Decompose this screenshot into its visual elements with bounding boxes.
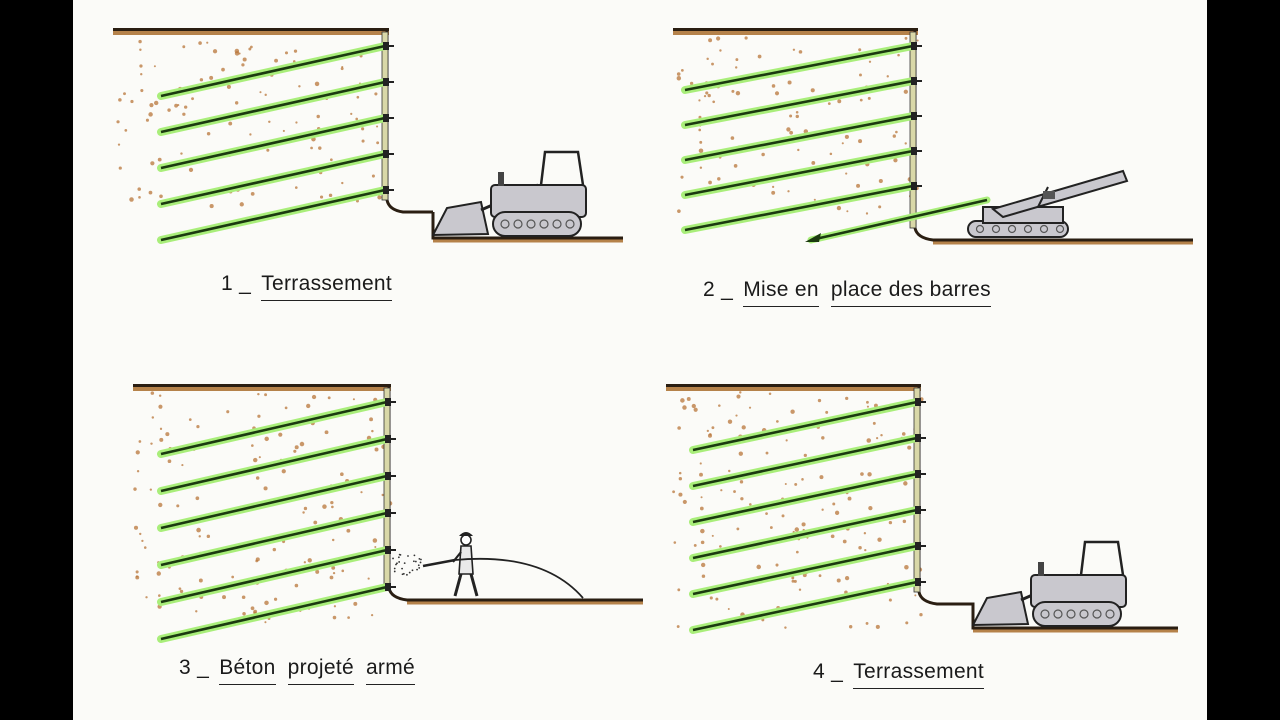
caption-3-number: 3 _ bbox=[179, 656, 210, 679]
excavation-face bbox=[917, 386, 1178, 630]
soil-nail-bar bbox=[157, 546, 396, 606]
excavation-face bbox=[387, 386, 643, 602]
shotcrete-wall bbox=[913, 387, 921, 593]
panel-4: 4 _ Terrassement bbox=[633, 360, 1207, 720]
panel-3: 3 _ Béton projeté armé bbox=[73, 360, 643, 720]
shotcrete-wall bbox=[909, 31, 917, 229]
excavation-face bbox=[385, 30, 433, 214]
panel-3-drawing bbox=[133, 384, 643, 643]
panel-2-drawing bbox=[673, 28, 1193, 245]
worker-spraying bbox=[392, 532, 584, 599]
soil-nail-bar bbox=[681, 112, 922, 164]
diagram-sheet: 1 _ Terrassement bbox=[73, 0, 1207, 720]
soil-nail-bar bbox=[689, 398, 926, 454]
caption-1-number: 1 _ bbox=[221, 272, 252, 295]
soil-nail-bar bbox=[689, 470, 926, 526]
soil-nail-bar bbox=[157, 435, 396, 495]
soil-nail-bar bbox=[157, 114, 394, 172]
caption-1-word: Terrassement bbox=[261, 272, 393, 301]
soil-nail-bar bbox=[689, 578, 926, 634]
soil-nail-bar bbox=[157, 150, 394, 208]
soil-nail-bar bbox=[157, 509, 396, 569]
soil-nail-bar bbox=[689, 542, 926, 598]
panel-4-drawing bbox=[666, 384, 1178, 634]
soil-nails bbox=[157, 42, 394, 244]
soil-nail-bar bbox=[157, 398, 396, 458]
caption-4-number: 4 _ bbox=[813, 660, 844, 683]
soil-nail-bar bbox=[157, 583, 396, 643]
soil-nail-bar bbox=[681, 42, 922, 94]
caption-3-word-3: armé bbox=[365, 656, 415, 685]
caption-2-word-1: Mise en bbox=[743, 278, 819, 307]
soil-nail-bar bbox=[157, 42, 394, 100]
soil-nail-bar bbox=[681, 147, 922, 199]
soil-nail-bar bbox=[681, 77, 922, 129]
caption-3: 3 _ Béton projeté armé bbox=[179, 656, 427, 685]
panel-2: 2 _ Mise en place des barres bbox=[633, 0, 1207, 340]
soil-nails bbox=[681, 42, 922, 234]
panel-1-drawing bbox=[113, 28, 623, 244]
caption-2-word-2: place des barres bbox=[830, 278, 991, 307]
soil-nail-bar bbox=[681, 182, 922, 234]
caption-2-number: 2 _ bbox=[703, 278, 734, 301]
soil-nail-bar bbox=[157, 472, 396, 532]
caption-3-word-2: projeté bbox=[287, 656, 354, 685]
drill-rig bbox=[967, 169, 1129, 238]
bulldozer bbox=[971, 540, 1127, 627]
soil-nail-bar bbox=[157, 186, 394, 244]
soil-nails bbox=[689, 398, 926, 634]
new-nail-bar bbox=[805, 196, 991, 244]
caption-3-word-1: Béton bbox=[219, 656, 276, 685]
soil-mass bbox=[113, 28, 623, 243]
bulldozer bbox=[431, 150, 587, 237]
caption-4: 4 _ Terrassement bbox=[813, 660, 996, 689]
soil-nails bbox=[157, 398, 396, 643]
shotcrete-wall bbox=[383, 387, 391, 589]
caption-2: 2 _ Mise en place des barres bbox=[703, 278, 1003, 307]
soil-dots bbox=[672, 391, 924, 629]
soil-nail-bar bbox=[157, 78, 394, 136]
soil-nail-bar bbox=[689, 434, 926, 490]
shotcrete-spray bbox=[392, 553, 422, 576]
caption-4-word: Terrassement bbox=[853, 660, 985, 689]
panel-1: 1 _ Terrassement bbox=[73, 0, 643, 340]
soil-nail-bar bbox=[689, 506, 926, 562]
caption-1: 1 _ Terrassement bbox=[221, 272, 404, 301]
